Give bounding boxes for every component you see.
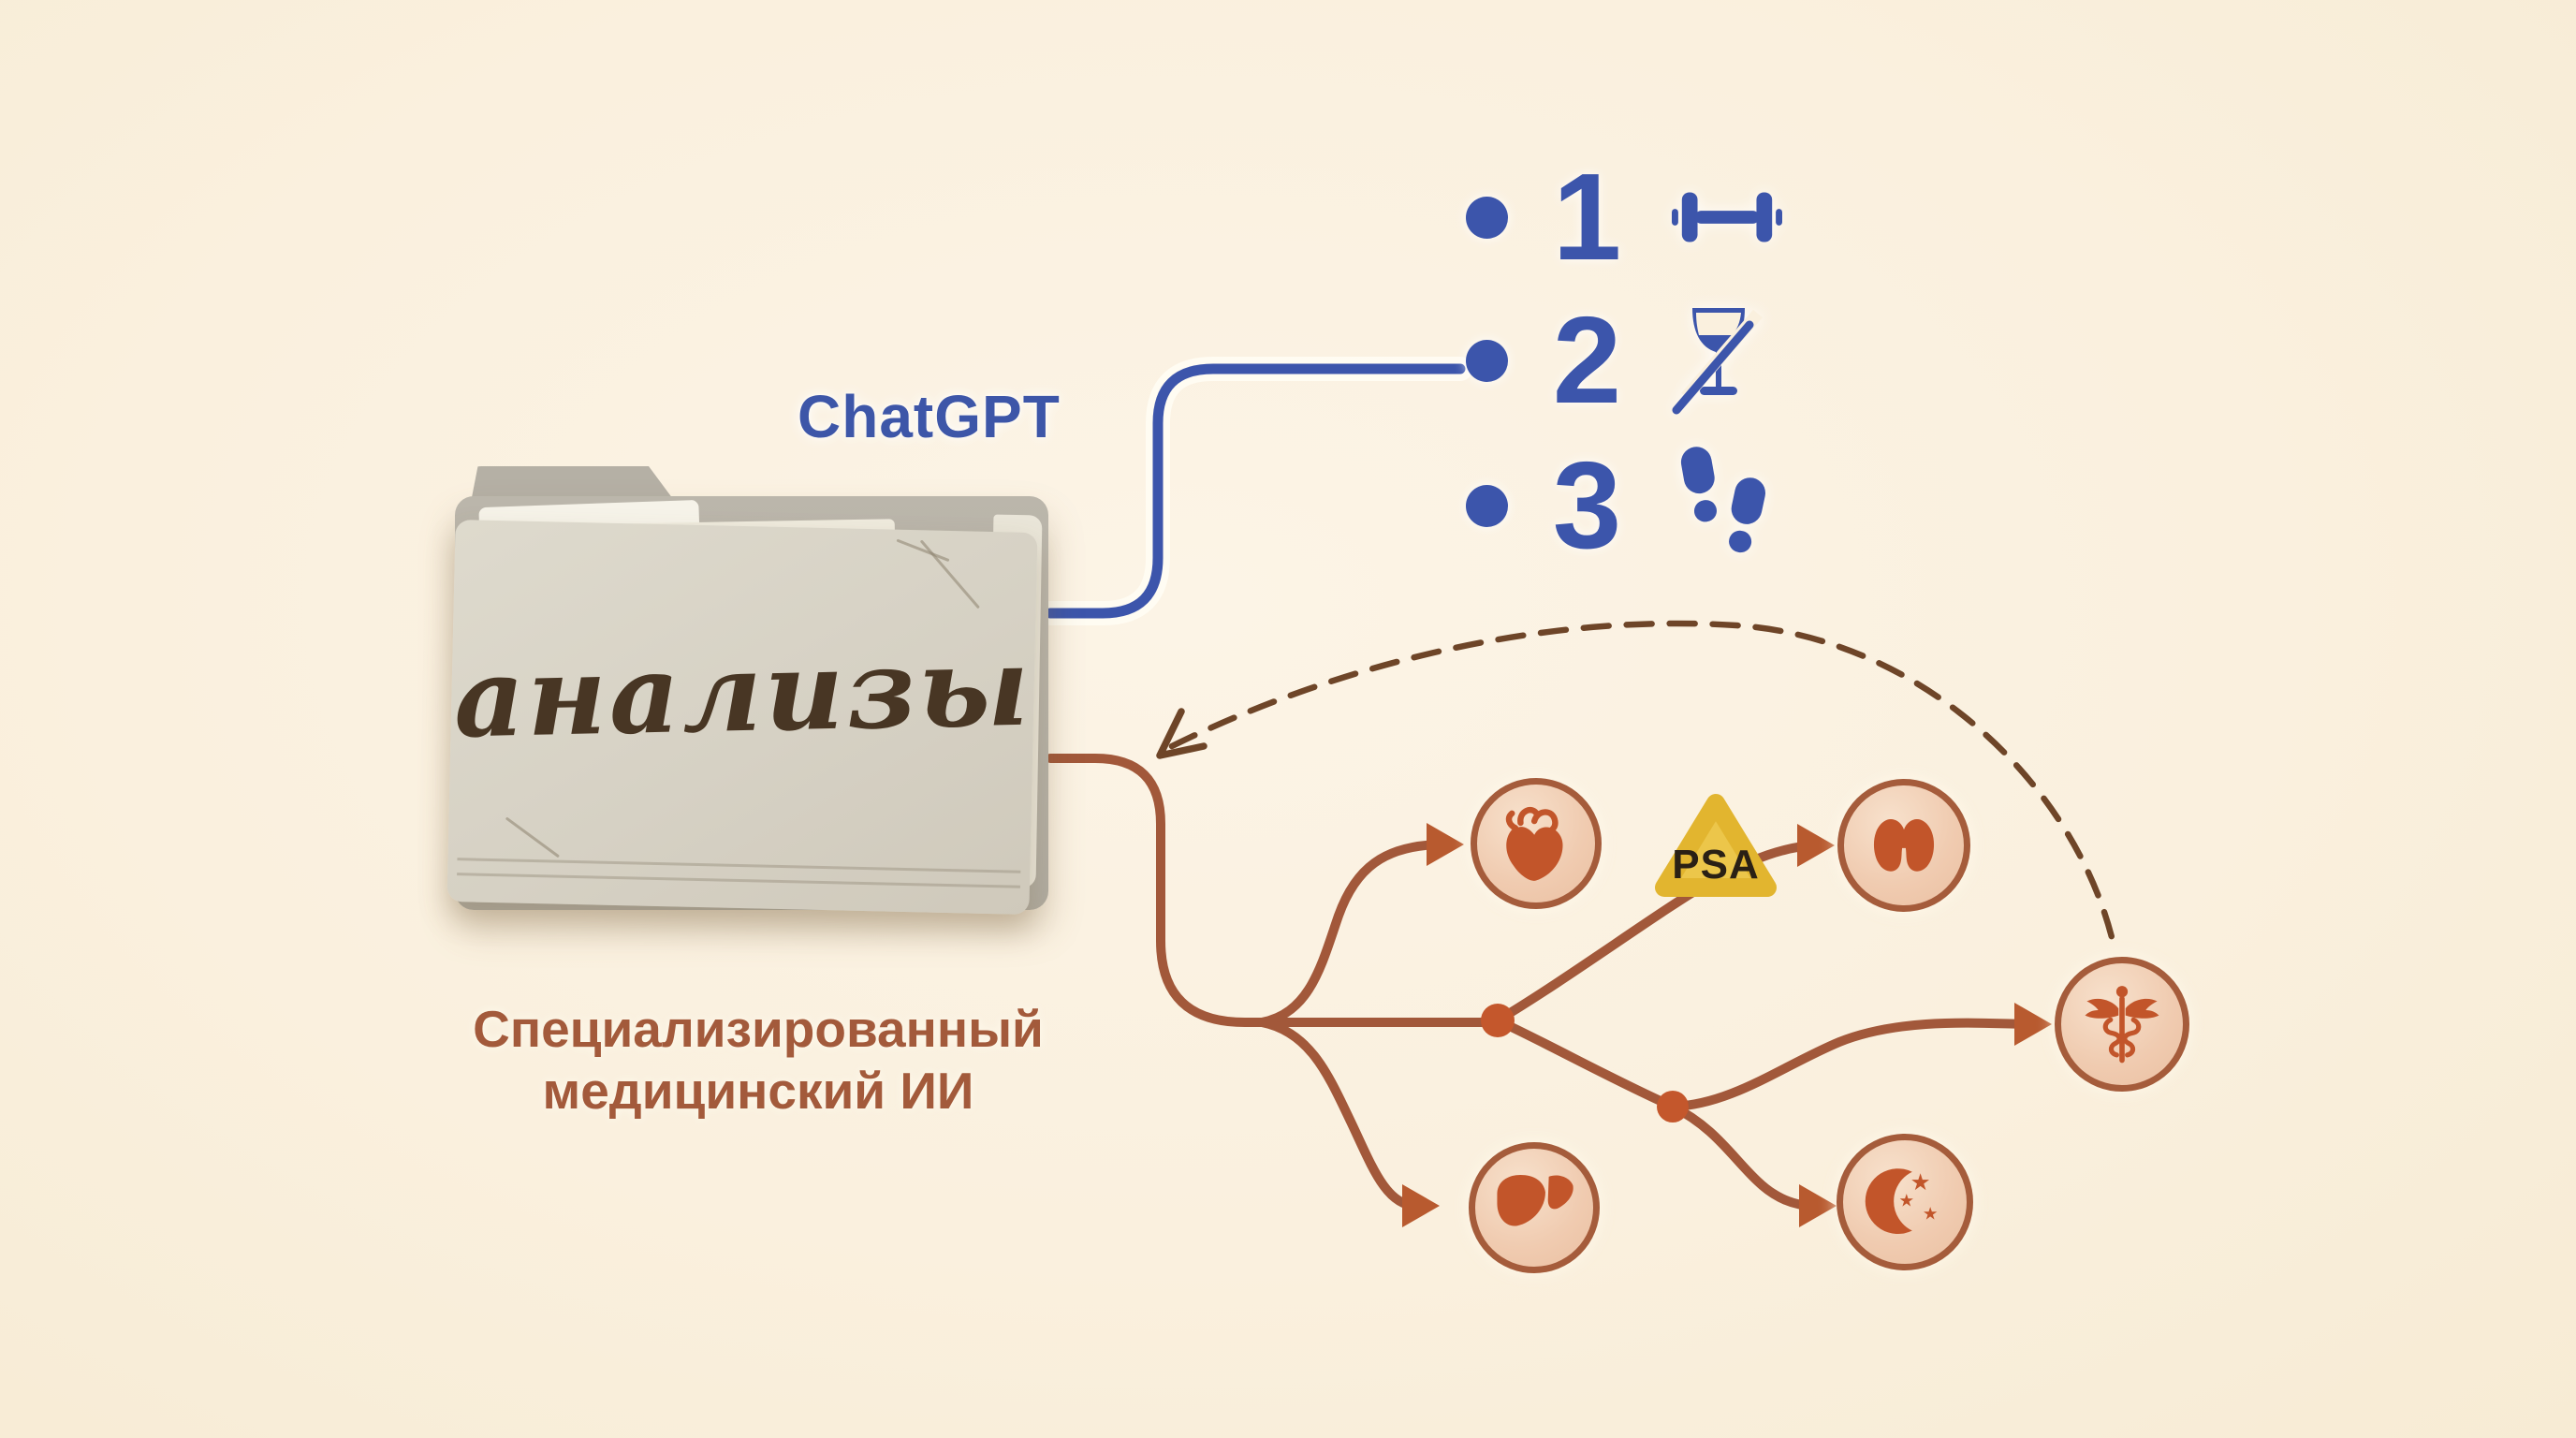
dumbbell-icon bbox=[1672, 183, 1782, 251]
list-number: 2 bbox=[1552, 291, 1622, 429]
blue-connector-glow bbox=[1038, 357, 1472, 625]
list-number: 1 bbox=[1552, 148, 1622, 286]
heart-icon bbox=[1505, 806, 1563, 881]
liver-arrowhead bbox=[1402, 1184, 1440, 1227]
orange-network-lines bbox=[1046, 754, 2036, 1211]
list-item: 2 bbox=[1466, 281, 1840, 440]
moon-arrowhead bbox=[1799, 1184, 1837, 1227]
no-alcohol-icon bbox=[1672, 302, 1765, 418]
heart-arrowhead bbox=[1427, 823, 1464, 866]
heart-node bbox=[1471, 778, 1602, 909]
junction-dot-2 bbox=[1657, 1091, 1689, 1123]
folder-scratch bbox=[920, 539, 980, 609]
svg-text:★: ★ bbox=[1899, 1190, 1914, 1210]
chatgpt-label: ChatGPT bbox=[798, 383, 1061, 450]
junction2-to-moon-line bbox=[1668, 1102, 1819, 1211]
dashed-feedback-curve bbox=[1168, 620, 2116, 945]
caption: Специализированный медицинский ИИ bbox=[412, 998, 1105, 1122]
caption-line-1: Специализированный bbox=[473, 1000, 1044, 1058]
folder-to-fork-line bbox=[1046, 754, 1502, 1027]
caption-line-2: медицинский ИИ bbox=[542, 1062, 974, 1120]
junction-dot-1 bbox=[1481, 1004, 1515, 1037]
medical-node bbox=[2055, 957, 2189, 1092]
folder-crease bbox=[457, 873, 1020, 888]
folder: анализы bbox=[440, 457, 1065, 930]
folder-front-panel: анализы bbox=[446, 519, 1038, 916]
bullet-icon bbox=[1466, 339, 1508, 382]
dashed-arrowhead bbox=[1156, 708, 1208, 759]
junction2-to-caduceus-line bbox=[1668, 1018, 2036, 1111]
liver-icon bbox=[1497, 1175, 1573, 1226]
svg-text:★: ★ bbox=[1923, 1203, 1938, 1223]
thyroid-arrowhead bbox=[1797, 824, 1835, 867]
folder-scratch bbox=[505, 815, 560, 858]
caduceus-icon bbox=[2085, 986, 2159, 1064]
arrowheads bbox=[1402, 823, 2052, 1227]
list-number: 3 bbox=[1552, 436, 1622, 574]
bullet-icon bbox=[1466, 196, 1508, 239]
psa-label: PSA bbox=[1672, 842, 1759, 888]
svg-text:★: ★ bbox=[1910, 1170, 1931, 1196]
blue-connector bbox=[1045, 363, 1466, 619]
fork-to-liver-line bbox=[1257, 1018, 1420, 1211]
moon-stars-icon: ★ ★ ★ bbox=[1865, 1168, 1938, 1235]
folder-crease bbox=[457, 858, 1021, 873]
list-item: 3 bbox=[1466, 426, 1840, 585]
folder-label: анализы bbox=[452, 623, 1033, 763]
fork-to-heart-line bbox=[1257, 840, 1446, 1027]
thyroid-icon bbox=[1873, 819, 1935, 872]
thyroid-node bbox=[1837, 779, 1970, 912]
liver-node bbox=[1469, 1142, 1600, 1273]
caduceus-arrowhead bbox=[2014, 1003, 2052, 1046]
psa-triangle bbox=[1655, 794, 1777, 897]
sleep-node: ★ ★ ★ bbox=[1837, 1134, 1973, 1270]
list-item: 1 bbox=[1466, 138, 1840, 297]
junction1-to-junction2-line bbox=[1493, 1016, 1677, 1111]
bullet-icon bbox=[1466, 484, 1508, 527]
footsteps-icon bbox=[1672, 445, 1777, 566]
